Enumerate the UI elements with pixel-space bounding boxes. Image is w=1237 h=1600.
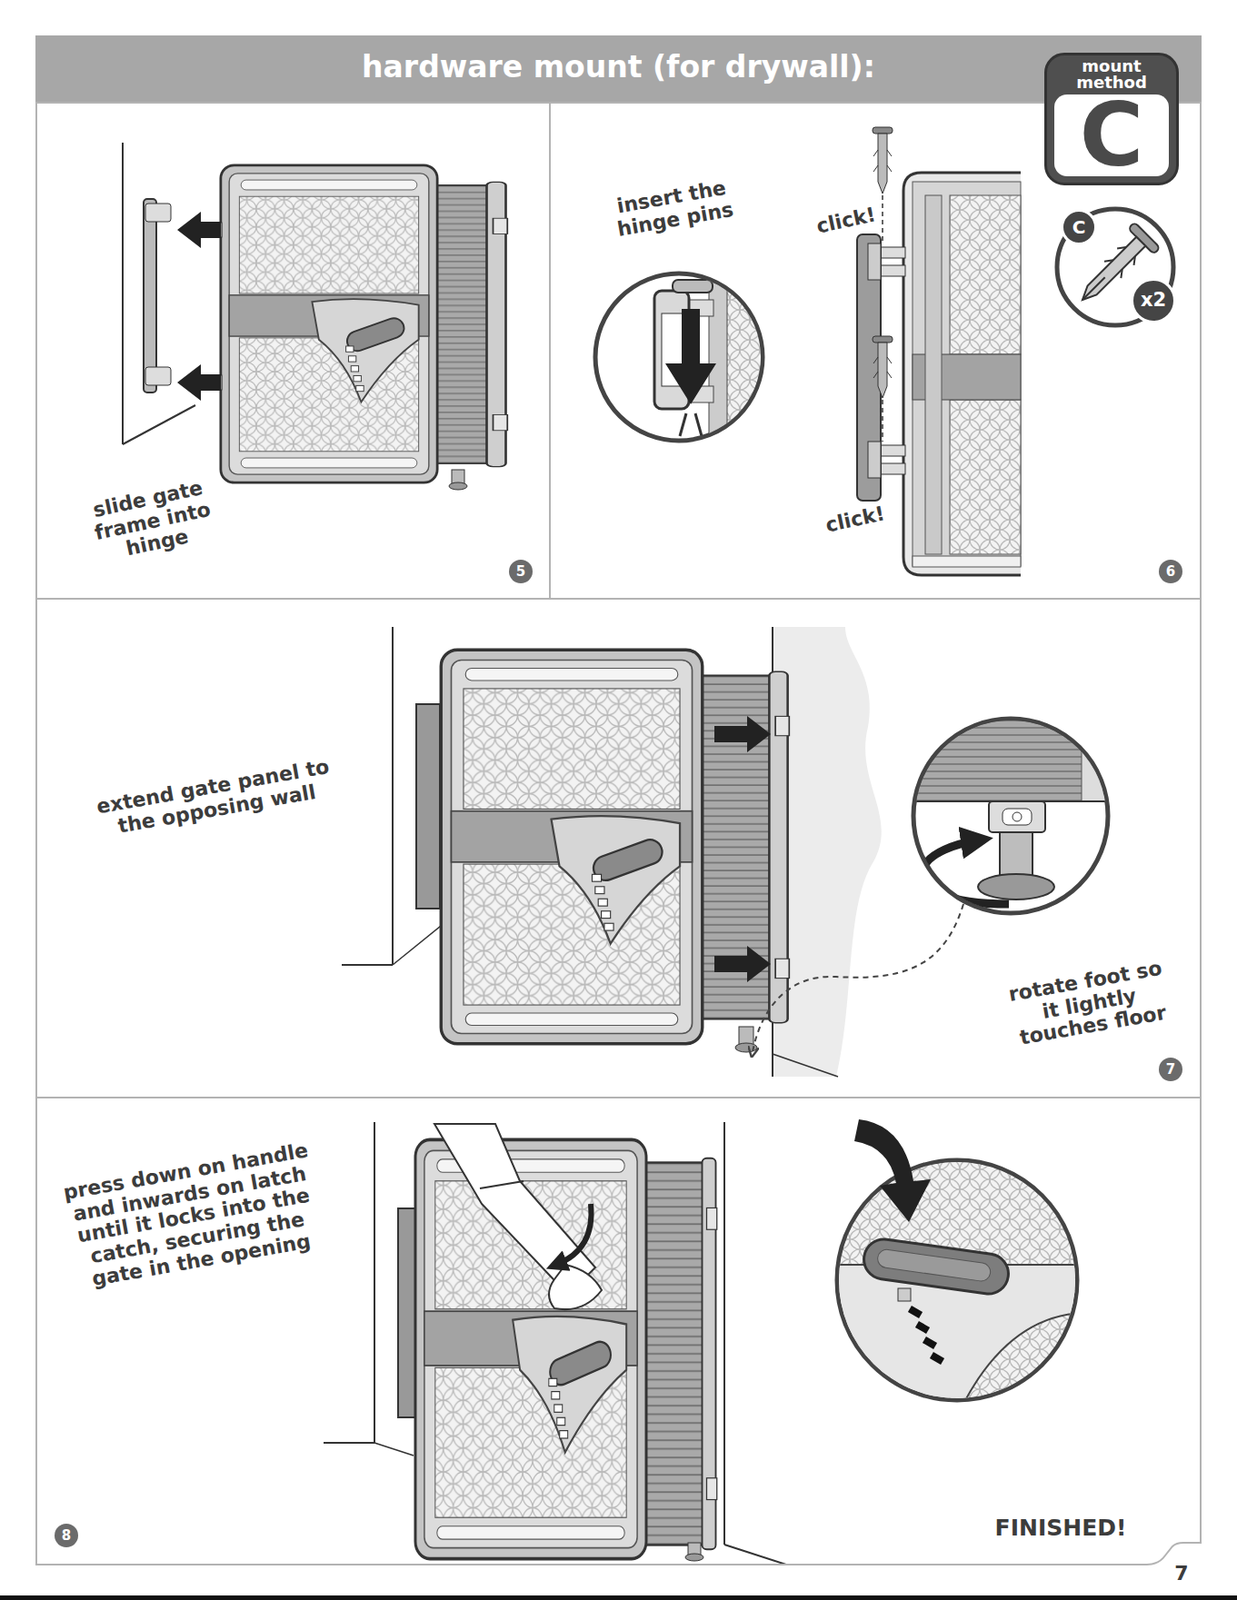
- step-number: 6: [1158, 559, 1183, 584]
- method-badge: C: [1060, 209, 1098, 246]
- step-number: 8: [54, 1524, 79, 1548]
- badge-text: C: [1063, 211, 1095, 243]
- badge-text: 5: [508, 559, 533, 584]
- step-number: 7: [1158, 1057, 1183, 1082]
- instruction-text: extend gate panel to the opposing wall: [83, 754, 347, 844]
- mount-method-badge: mount methodC: [1044, 52, 1179, 186]
- quantity-badge: x2: [1130, 278, 1177, 324]
- badge-heading: mount method: [1075, 58, 1148, 91]
- badge-text: 8: [54, 1524, 79, 1548]
- instruction-text: insert the hinge pins: [602, 174, 745, 243]
- method-letter: C: [1054, 94, 1169, 177]
- badge-text: 6: [1158, 559, 1183, 584]
- step-number: 5: [508, 559, 533, 584]
- finished-text: FINISHED!: [969, 1516, 1152, 1542]
- badge-text: x2: [1133, 280, 1174, 321]
- page-title: hardware mount (for drywall):: [35, 50, 1202, 85]
- step-panel: slide gate frame into hinge 5: [35, 101, 551, 600]
- instruction-text: slide gate frame into hinge: [79, 474, 227, 569]
- click-label: click!: [799, 200, 894, 242]
- instruction-text: press down on handle and inwards on latc…: [54, 1138, 334, 1296]
- click-label: click!: [808, 499, 903, 541]
- badge-text: 7: [1158, 1057, 1183, 1082]
- step-panel: extend gate panel to the opposing wall ro…: [35, 598, 1202, 1099]
- page-number: 7: [1167, 1563, 1196, 1587]
- instruction-text: rotate foot so it lightly touches floor: [1000, 956, 1178, 1052]
- step-panel: press down on handle and inwards on latc…: [35, 1097, 1202, 1544]
